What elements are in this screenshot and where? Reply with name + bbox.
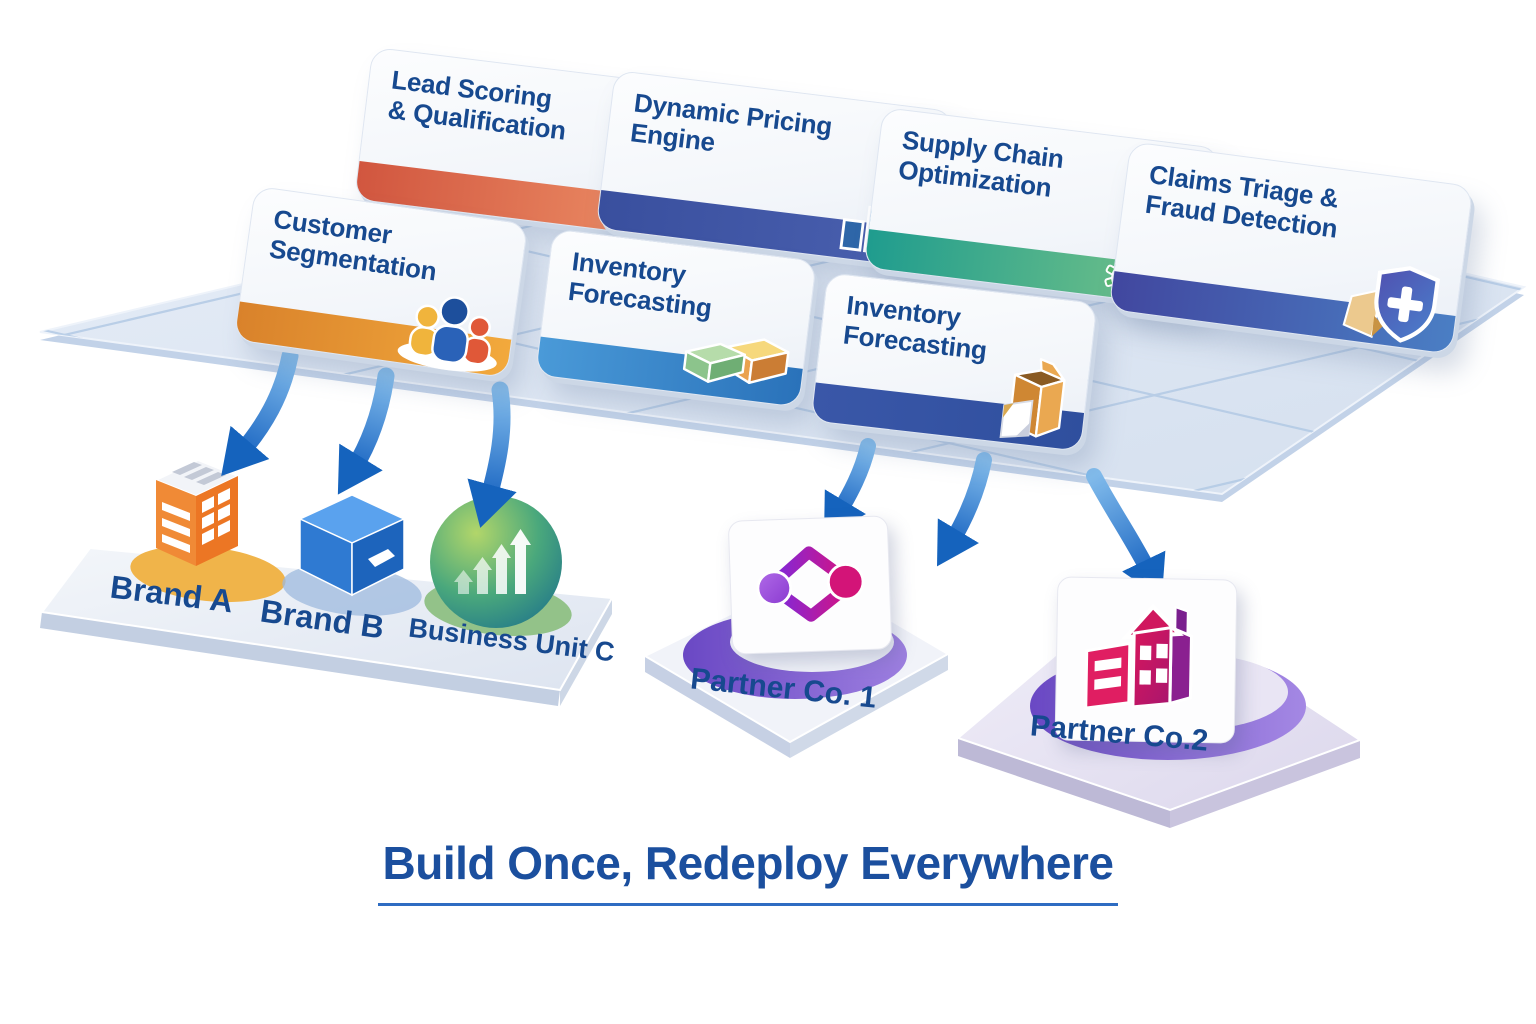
partner1-card: [727, 515, 893, 655]
card-claims-triage: Claims Triage & Fraud Detection: [1108, 141, 1474, 355]
headline-text: Build Once, Redeploy Everywhere: [382, 837, 1114, 889]
growth-arrows: [454, 529, 531, 594]
headline: Build Once, Redeploy Everywhere: [0, 836, 1496, 890]
headline-underline: [378, 903, 1118, 906]
arrow-to-brand-a: [221, 347, 299, 476]
people-icon: [397, 296, 497, 372]
brand-a-blob: [130, 545, 286, 603]
card-customer-segmentation: Customer Segmentation: [233, 185, 529, 379]
stacked-boxes-icon: [682, 338, 790, 385]
open-box-icon: [999, 358, 1066, 438]
arrow-to-partner1-left: [824, 438, 876, 538]
cube-icon: [298, 494, 406, 597]
card-inventory-forecasting-1: Inventory Forecasting: [534, 228, 818, 408]
network-nodes-icon: [756, 546, 865, 622]
growth-sphere-icon: [430, 496, 562, 628]
arrow-to-brand-b: [337, 367, 395, 495]
storefront-icon: [1084, 603, 1194, 710]
arrow-to-partner2: [1086, 468, 1166, 599]
partner2-card: [1054, 576, 1238, 744]
arrow-to-business-c: [467, 381, 517, 528]
shield-cross-icon: [1342, 266, 1440, 343]
card-inventory-forecasting-2: Inventory Forecasting: [810, 272, 1098, 452]
arrow-to-partner1-right: [937, 452, 992, 567]
building-icon: [153, 458, 241, 566]
redeploy-arrows: [221, 347, 1166, 599]
